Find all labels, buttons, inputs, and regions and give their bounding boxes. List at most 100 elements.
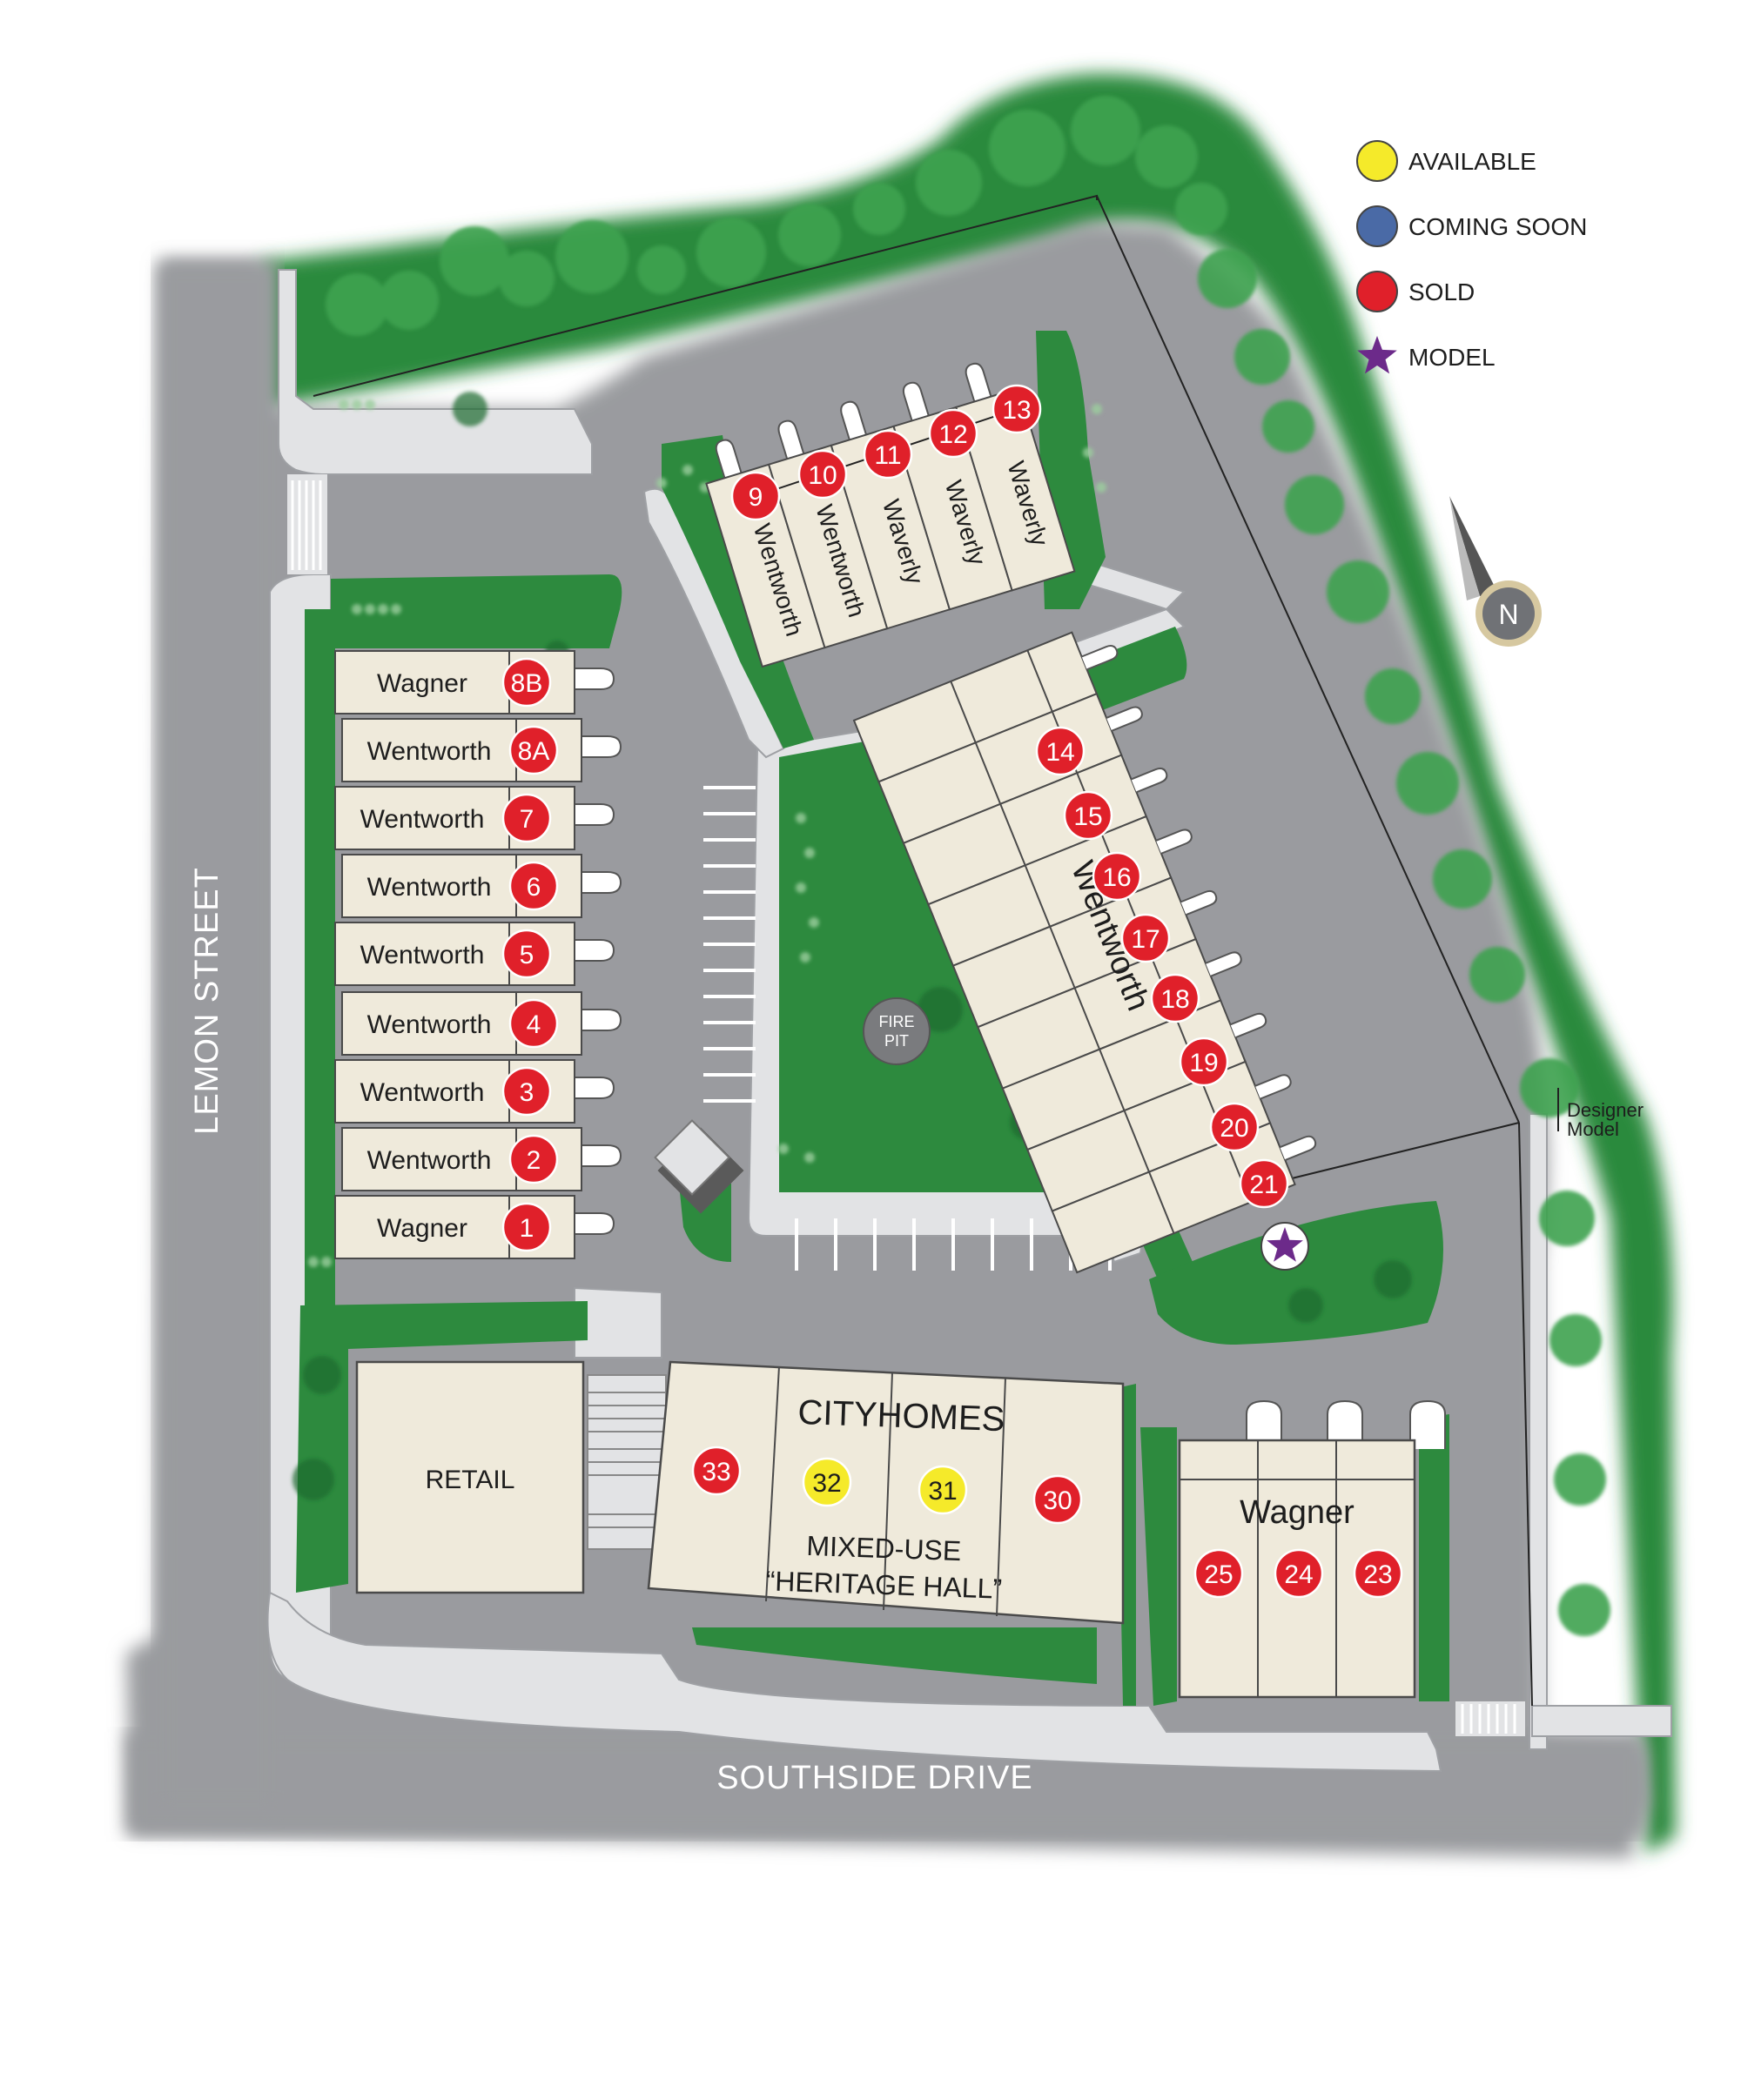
legend-label: MODEL	[1408, 344, 1496, 371]
north_row-marker[interactable]: 9	[730, 471, 781, 521]
west_row-marker[interactable]: 8B	[501, 657, 552, 708]
fire-pit-label-2: PIT	[884, 1032, 909, 1050]
compass: N	[1449, 496, 1542, 647]
lot-status-dot	[501, 657, 552, 708]
north-unit[interactable]: Waverly	[955, 386, 1076, 592]
lot-number: 3	[520, 1078, 534, 1107]
unit-divider	[1026, 649, 1053, 713]
west-unit[interactable]: Wentworth	[341, 718, 622, 782]
north_row-marker[interactable]: 11	[863, 429, 913, 480]
lot-number: 4	[527, 1010, 541, 1039]
diagonal_row-marker[interactable]: 19	[1179, 1037, 1229, 1087]
garage-stub	[581, 1009, 622, 1031]
cityhomes_lots-marker[interactable]: 32	[802, 1457, 852, 1507]
west-unit[interactable]: Wentworth	[334, 786, 615, 850]
lot-status-dot	[508, 1134, 559, 1184]
garage-stub	[777, 419, 805, 460]
west_row-marker[interactable]: 5	[501, 929, 552, 979]
garage-stub	[1205, 951, 1242, 977]
diagonal_row-marker[interactable]: 16	[1092, 851, 1142, 902]
model-home-marker[interactable]	[1260, 1222, 1309, 1271]
lot-number: 8A	[518, 737, 550, 766]
lot-number: 20	[1220, 1114, 1248, 1143]
cityhomes_lots-marker[interactable]: 31	[918, 1465, 968, 1515]
cityhomes_lots-marker[interactable]: 30	[1032, 1474, 1083, 1525]
garage-stub	[581, 1144, 622, 1167]
diagonal_row-marker[interactable]: 14	[1035, 726, 1086, 776]
unit-divider	[974, 741, 1002, 805]
fire-pit: FIRE PIT	[863, 997, 931, 1065]
retail-label: RETAIL	[426, 1466, 515, 1494]
fire-pit-label-1: FIRE	[878, 1013, 914, 1030]
legend-label: COMING SOON	[1408, 213, 1587, 240]
west-unit-model: Wentworth	[360, 941, 485, 969]
east_lots-marker[interactable]: 23	[1353, 1548, 1403, 1599]
west-unit[interactable]: Wagner	[334, 1195, 615, 1259]
unit-divider	[1049, 926, 1076, 989]
crosswalk-east	[1455, 1701, 1525, 1736]
west_row-marker[interactable]: 3	[501, 1066, 552, 1117]
lot-number: 1	[520, 1214, 534, 1243]
diagonal_row-marker[interactable]: 18	[1150, 973, 1200, 1023]
unit-divider	[1073, 987, 1101, 1050]
west-unit[interactable]: Wentworth	[341, 1127, 622, 1191]
diagonal-unit[interactable]	[1051, 1110, 1328, 1274]
east_lots-marker[interactable]: 25	[1193, 1548, 1244, 1599]
cityhomes-label: CITYHOMES	[797, 1393, 1005, 1439]
west-unit[interactable]: Wentworth	[334, 922, 615, 986]
star-icon	[1357, 336, 1397, 374]
mixed-use-label: MIXED-USE	[806, 1530, 962, 1567]
lot-status-dot	[501, 793, 552, 843]
lemon-street-label: LEMON STREET	[189, 867, 225, 1135]
diagonal-unit[interactable]	[852, 620, 1129, 783]
lot-number: 32	[812, 1469, 841, 1498]
north_row-marker[interactable]: 10	[797, 449, 848, 500]
west_row-marker[interactable]: 6	[508, 861, 559, 911]
lot-status-dot	[501, 1066, 552, 1117]
lot-status-dot	[691, 1446, 742, 1496]
designer-model-label-2: Model	[1567, 1118, 1619, 1140]
lot-status-dot	[1092, 851, 1142, 902]
west_row-marker[interactable]: 7	[501, 793, 552, 843]
lot-status-dot	[1179, 1037, 1229, 1087]
north_row-marker[interactable]: 13	[991, 384, 1042, 434]
lot-status-dot	[1035, 726, 1086, 776]
east_lots-marker[interactable]: 24	[1274, 1548, 1324, 1599]
diagonal_row-marker[interactable]: 17	[1120, 913, 1171, 963]
garage-stub	[1279, 1135, 1317, 1161]
north-unit[interactable]: Wentworth	[705, 463, 826, 668]
west-unit[interactable]: Wentworth	[341, 991, 622, 1056]
lot-number: 2	[527, 1146, 541, 1175]
west-unit[interactable]: Wentworth	[334, 1059, 615, 1124]
west_row-marker[interactable]: 2	[508, 1134, 559, 1184]
lot-number: 31	[928, 1477, 957, 1506]
lot-status-dot	[501, 1202, 552, 1252]
lot-status-dot	[1274, 1548, 1324, 1599]
west_row-marker[interactable]: 8A	[508, 725, 559, 775]
west-unit[interactable]: Wagner	[334, 650, 615, 715]
west_row-marker[interactable]: 4	[508, 998, 559, 1049]
lot-status-dot	[1239, 1158, 1289, 1209]
lot-number: 17	[1131, 925, 1160, 954]
lot-status-dot	[1353, 1548, 1403, 1599]
west-unit[interactable]: Wentworth	[341, 854, 622, 918]
west_row-marker[interactable]: 1	[501, 1202, 552, 1252]
diagonal_row-marker[interactable]: 20	[1209, 1102, 1260, 1152]
cityhomes_lots-marker[interactable]: 33	[691, 1446, 742, 1496]
diagonal_row-marker[interactable]: 15	[1063, 790, 1113, 841]
lot-status-dot	[730, 471, 781, 521]
north_row-marker[interactable]: 12	[928, 408, 978, 459]
lot-number: 10	[808, 461, 837, 490]
diagonal-unit[interactable]	[1025, 1049, 1302, 1212]
unit-divider	[999, 803, 1026, 866]
legend-item: MODEL	[1357, 336, 1496, 374]
legend-swatch	[1356, 271, 1398, 312]
west-unit-model: Wentworth	[360, 1078, 485, 1107]
lot-status-dot	[501, 929, 552, 979]
lot-status-dot	[508, 861, 559, 911]
lot-status-dot	[1209, 1102, 1260, 1152]
lot-number: 19	[1189, 1049, 1218, 1077]
diagonal_row-marker[interactable]: 21	[1239, 1158, 1289, 1209]
